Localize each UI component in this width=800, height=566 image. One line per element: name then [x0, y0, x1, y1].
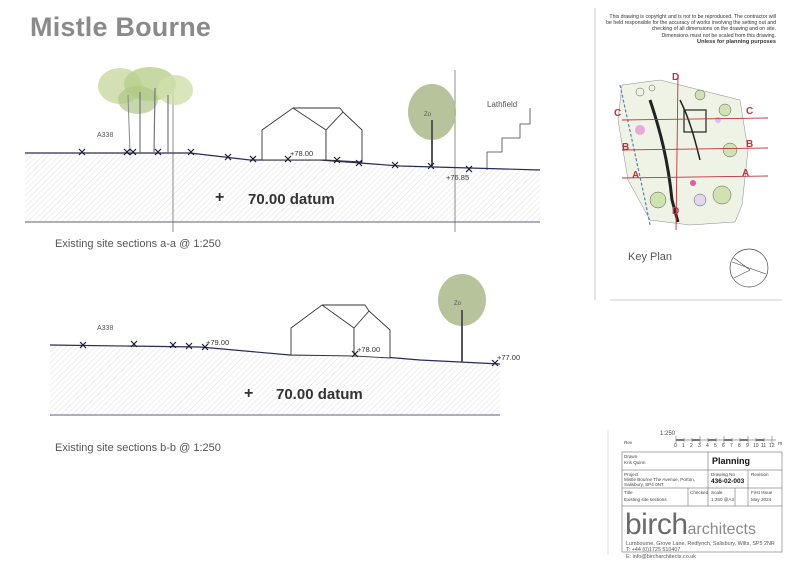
drawing-no-label: Drawing No	[711, 472, 735, 477]
contact-line: E: info@bircharchitects.co.uk	[626, 553, 696, 560]
scale-tick: 8	[738, 443, 741, 449]
planning-purposes-note: Unless for planning purposes	[697, 38, 776, 45]
drawing-number: 436-02-003	[711, 478, 745, 485]
brand-suffix: architects	[687, 521, 756, 538]
scale-value: 1:250 @A3	[711, 497, 735, 502]
section-bb: Zo	[49, 274, 501, 416]
scale-tick: 2	[690, 443, 693, 449]
revision-label: Rev	[624, 440, 633, 445]
section-caption: Existing site sections b-b @ 1:250	[55, 442, 221, 454]
spot-level-markers	[79, 340, 499, 367]
house-outline	[290, 304, 391, 359]
scale-bar	[675, 436, 776, 444]
disclaimer-line: checking of all dimensions on the drawin…	[651, 26, 776, 33]
disclaimer-line: be held responsible for the accuracy of …	[606, 20, 776, 27]
svg-text:Zo: Zo	[424, 112, 432, 118]
drawing-title-text: Existing site sections	[624, 497, 667, 502]
scale-tick: 11	[761, 443, 767, 449]
scale-tick: 3	[698, 443, 701, 449]
drawn-label: Drawn	[624, 454, 638, 459]
section-letter: D	[672, 206, 680, 217]
datum-label: 70.00 datum	[276, 386, 363, 403]
date-label: First Issue	[751, 490, 773, 495]
section-letter: B	[622, 142, 630, 153]
section-letter: A	[632, 170, 640, 181]
scale-tick: 6	[722, 443, 725, 449]
copyright-notice: This drawing is copyright and is not to …	[596, 14, 776, 45]
spot-level: +76.85	[446, 173, 470, 182]
scale-tick: 0	[674, 443, 677, 449]
disclaimer-line: Dimensions must not be scaled from this …	[661, 32, 776, 39]
spot-level-markers	[78, 148, 473, 173]
scale-tick: 9	[746, 443, 749, 449]
road-label: A338	[97, 325, 114, 332]
svg-text:Zo: Zo	[454, 301, 462, 307]
key-plan-label: Key Plan	[628, 251, 673, 263]
drawing-title: Mistle Bourne	[30, 12, 212, 42]
key-plan	[612, 70, 782, 245]
company-logo: bircharchitects	[625, 508, 756, 542]
contact-line: Lumbourne, Grove Lane, Redlynch, Salisbu…	[626, 541, 775, 547]
spot-level: +79.00	[206, 338, 230, 347]
project-line: Salisbury, SP4 0NT	[624, 482, 664, 487]
datum-marker: +	[244, 385, 254, 402]
scale-tick: 7	[730, 443, 733, 449]
scale-tick: 1	[682, 443, 685, 449]
tree-right: Zo	[408, 84, 456, 166]
scale-tick: 4	[706, 443, 709, 449]
section-aa: Zo	[25, 67, 541, 232]
scale-tick: 10	[753, 443, 759, 449]
checked-label: Checked	[690, 490, 709, 495]
project-line: Mistle Bourne The Avenue, Porton,	[624, 477, 696, 482]
section-caption: Existing site sections a-a @ 1:250	[55, 238, 221, 250]
scale-ratio: 1:250	[660, 431, 676, 437]
revision-col-label: Revision	[751, 472, 769, 477]
road-label: A338	[97, 132, 114, 139]
house-outline	[261, 107, 363, 163]
title-block-frame	[594, 8, 783, 555]
drawn-by: Kris Quinn	[624, 460, 646, 465]
neighbour-house-outline	[486, 108, 531, 170]
section-letter: D	[672, 72, 680, 83]
neighbour-label: Lathfield	[487, 100, 518, 109]
section-letter: B	[746, 139, 754, 150]
datum-label: 70.00 datum	[248, 191, 335, 208]
section-letter: C	[614, 108, 622, 119]
disclaimer-line: This drawing is copyright and is not to …	[609, 14, 776, 20]
project-label: Project	[624, 472, 639, 477]
north-arrow-icon	[729, 248, 769, 288]
tree-right: Zo	[438, 274, 486, 362]
contact-details: Lumbourne, Grove Lane, Redlynch, Salisbu…	[626, 541, 775, 560]
spot-level: +78.00	[290, 149, 314, 158]
scale-tick: 12	[769, 443, 775, 449]
section-letter: C	[746, 106, 754, 117]
ground-hatch	[25, 153, 540, 222]
title-label: Title	[624, 490, 633, 495]
drawing-status: Planning	[712, 456, 750, 466]
ground-hatch	[50, 345, 500, 415]
spot-level: +78.00	[357, 345, 381, 354]
scale-label: Scale	[711, 490, 723, 495]
contact-line: T: +44 (0)1725 510407	[626, 547, 681, 554]
scale-tick: 5	[714, 443, 717, 449]
datum-marker: +	[215, 189, 225, 206]
section-letter: A	[742, 168, 750, 179]
scale-unit: m	[778, 441, 783, 447]
brand-name: birch	[625, 508, 688, 541]
tree-group	[98, 67, 193, 154]
date-value: May 2024	[751, 497, 772, 502]
spot-level: +77.00	[497, 353, 521, 362]
